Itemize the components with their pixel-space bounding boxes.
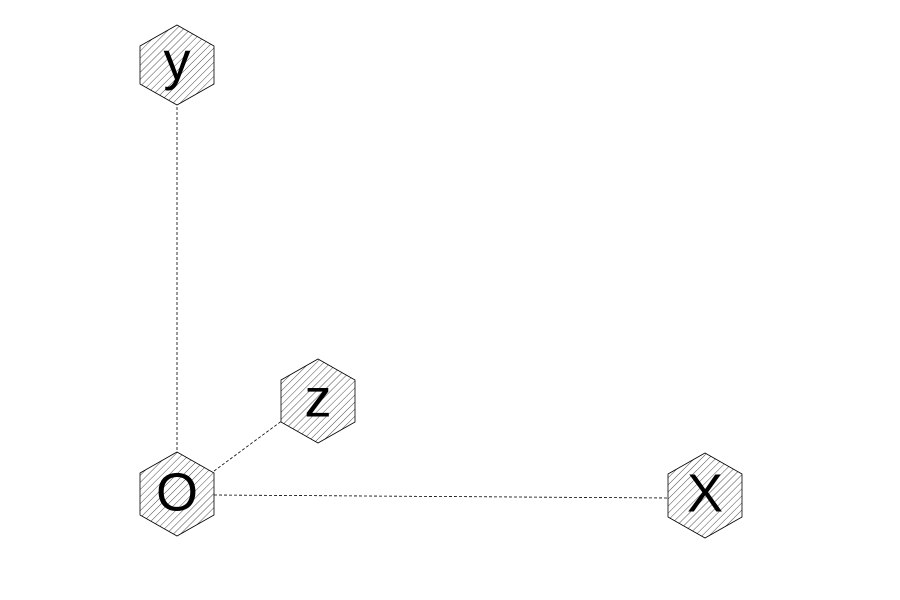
- node-x: X: [667, 452, 743, 539]
- node-o-label: O: [156, 462, 198, 522]
- node-z: z: [280, 358, 356, 444]
- node-o: O: [139, 451, 215, 537]
- node-y-label: y: [164, 31, 191, 91]
- edge-o-x: [213, 494, 670, 499]
- node-z-label: z: [305, 368, 332, 428]
- edge-o-z: [209, 419, 284, 475]
- node-y: y: [139, 24, 215, 106]
- node-x-label: X: [687, 463, 723, 523]
